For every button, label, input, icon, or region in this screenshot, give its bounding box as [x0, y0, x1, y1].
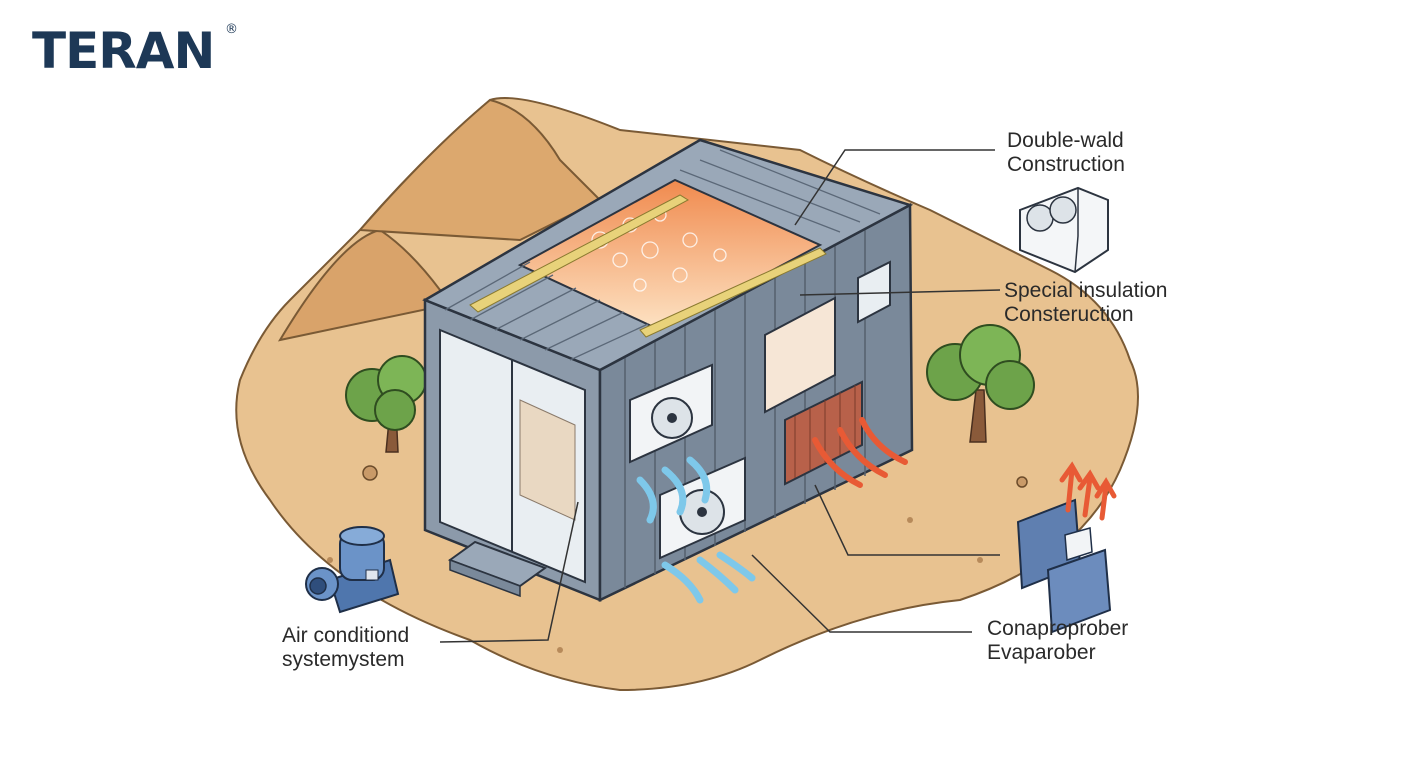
cool-air-arrows	[636, 456, 756, 604]
label-condenser: Conaproprober Evaparober	[987, 617, 1128, 665]
label-line: Double-wald	[1007, 129, 1124, 152]
leader-lines	[439, 149, 1001, 643]
label-line: Air conditiond	[282, 624, 410, 647]
label-line: Consteruction	[1004, 303, 1134, 326]
label-line: Conaproprober	[987, 617, 1129, 640]
label-line: systemystem	[282, 648, 405, 671]
label-line: Special insulation	[1004, 279, 1168, 302]
ac-unit-upper	[629, 363, 713, 464]
label-double-wall: Double-wald Construction	[1007, 129, 1125, 177]
label-line: Evaparober	[987, 641, 1096, 664]
heat-exchanger-panels-icon	[1016, 498, 1112, 634]
tree-icon	[926, 324, 1035, 443]
brand-logo: TERAN	[32, 22, 215, 80]
tree-icon	[345, 355, 427, 453]
label-line: Construction	[1007, 153, 1125, 176]
label-air-conditioning: Air conditiond systemystem	[282, 624, 409, 672]
outdoor-ac-unit-icon	[1019, 186, 1109, 274]
ac-unit-lower	[659, 456, 746, 560]
compressor-icon	[305, 526, 400, 614]
label-insulation: Special insulation Consteruction	[1004, 279, 1167, 327]
heat-exchanger-panel	[784, 380, 863, 486]
heat-arrows	[812, 417, 908, 488]
rising-heat-arrows	[1059, 461, 1117, 521]
registered-mark: ®	[225, 22, 238, 37]
